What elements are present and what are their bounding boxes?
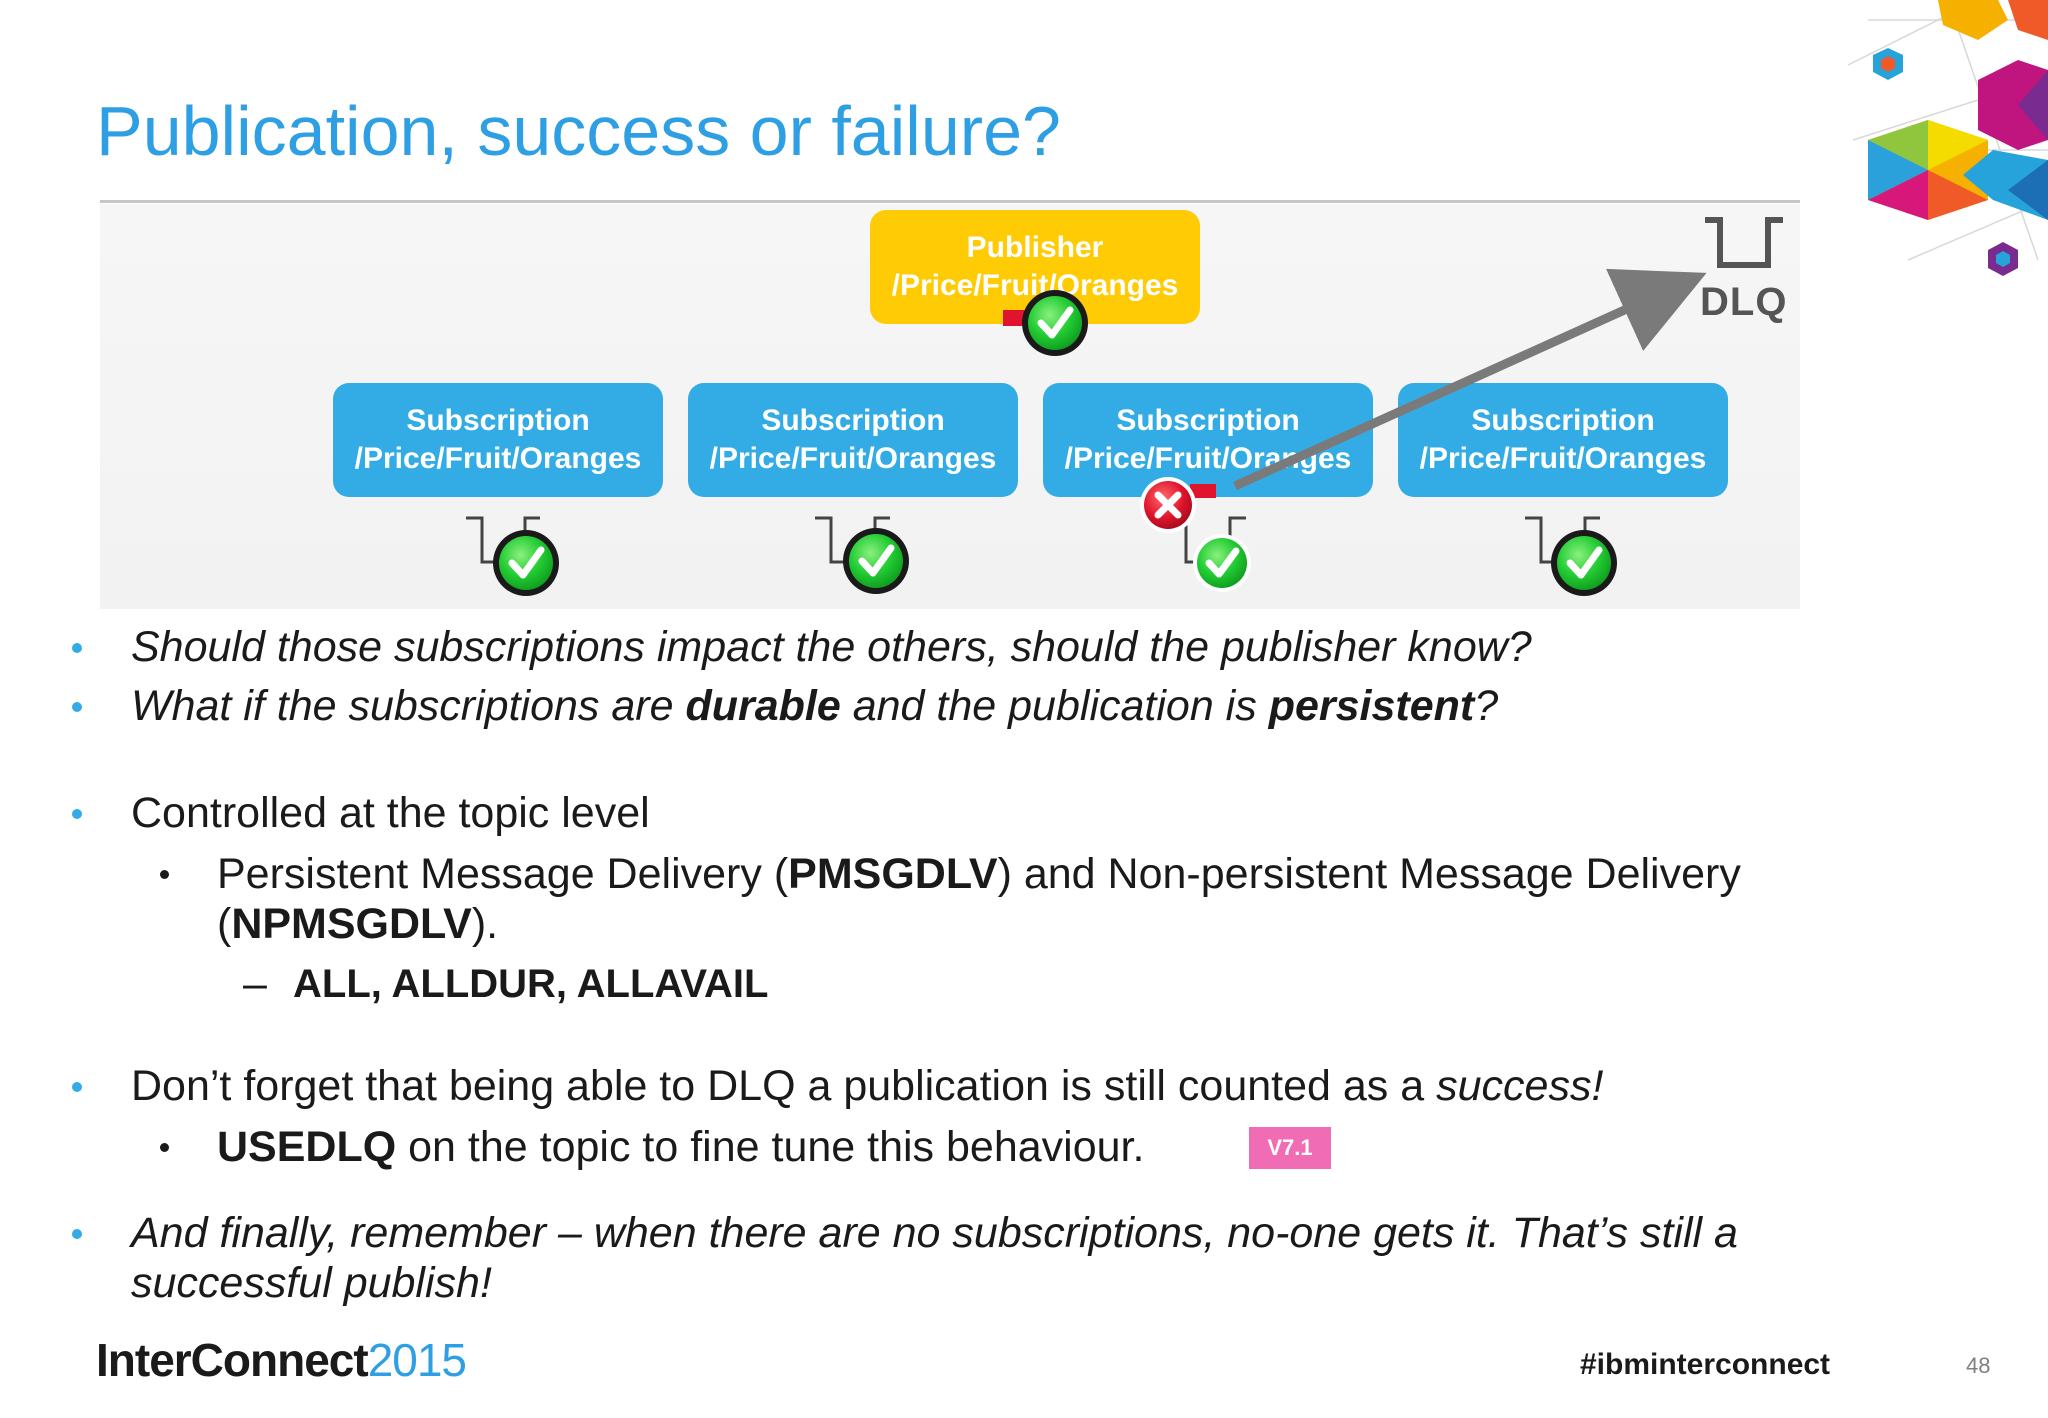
bullet-marker <box>72 809 82 819</box>
subscription-label: Subscription <box>406 404 590 437</box>
subscription-box-4: Subscription /Price/Fruit/Oranges <box>1398 383 1728 497</box>
bullet-3-sub-line-1: Persistent Message Delivery (PMSGDLV) an… <box>217 849 1741 900</box>
title-divider <box>100 200 1800 203</box>
pmsgdlv: PMSGDLV <box>788 850 998 898</box>
subscription-topic: /Price/Fruit/Oranges <box>1419 442 1707 475</box>
bullet-marker <box>72 1082 82 1092</box>
dlq-label: DLQ <box>1700 280 1788 324</box>
bullet-3-sub-text-4: ( <box>217 900 232 948</box>
bullet-marker <box>72 702 82 712</box>
publisher-topic: /Price/Fruit/Oranges <box>891 269 1179 302</box>
bullet-2-durable: durable <box>685 682 841 730</box>
bullet-2: What if the subscriptions are durable an… <box>131 681 1498 732</box>
hashtag: #ibminterconnect <box>1580 1348 1831 1381</box>
bullet-4-text-1: Don’t forget that being able to DLQ a pu… <box>131 1062 1437 1110</box>
page-number: 48 <box>1966 1353 1991 1378</box>
interconnect-logo: InterConnect2015 <box>96 1333 467 1387</box>
logo-brand: InterConnect <box>96 1334 369 1386</box>
bullet-2-persistent: persistent <box>1268 682 1475 730</box>
npmsgdlv: NPMSGDLV <box>231 900 472 948</box>
bullet-2-text-5: ? <box>1474 682 1499 730</box>
bullet-marker <box>160 870 169 879</box>
slide-title: Publication, success or failure? <box>96 92 1061 170</box>
bullet-5-line-2: successful publish! <box>131 1259 492 1307</box>
subscription-box-3: Subscription /Price/Fruit/Oranges <box>1043 383 1373 497</box>
bullet-4-sub: USEDLQ on the topic to fine tune this be… <box>217 1122 1144 1173</box>
bullet-4-success: success! <box>1436 1062 1604 1110</box>
subscription-box-1: Subscription /Price/Fruit/Oranges <box>333 383 663 497</box>
dash-marker: – <box>243 960 267 1008</box>
subscription-label: Subscription <box>761 404 945 437</box>
bullet-marker <box>72 643 82 653</box>
usedlq: USEDLQ <box>217 1123 397 1171</box>
bullet-2-text-1: What if the subscriptions are <box>131 682 686 730</box>
bullet-3-sub-line-2: (NPMSGDLV). <box>217 899 498 950</box>
hexagon-decoration <box>1847 0 2048 276</box>
bullet-3-sub-text-3: ) and Non-persistent Message Delivery <box>997 850 1741 898</box>
subscription-topic: /Price/Fruit/Oranges <box>709 442 997 475</box>
bullet-1: Should those subscriptions impact the ot… <box>131 623 1532 671</box>
bullet-marker <box>72 1229 82 1239</box>
subscription-box-2: Subscription /Price/Fruit/Oranges <box>688 383 1018 497</box>
bullet-marker <box>160 1143 169 1152</box>
bullet-3-subsub: ALL, ALLDUR, ALLAVAIL <box>293 962 769 1006</box>
subscription-label: Subscription <box>1116 404 1300 437</box>
bullet-5-line-1: And finally, remember – when there are n… <box>131 1209 1738 1257</box>
bullet-4: Don’t forget that being able to DLQ a pu… <box>131 1061 1603 1112</box>
bullet-3: Controlled at the topic level <box>131 789 650 837</box>
bullet-2-text-3: and the publication is <box>840 682 1269 730</box>
subscription-topic: /Price/Fruit/Oranges <box>354 442 642 475</box>
subscription-label: Subscription <box>1471 404 1655 437</box>
publisher-label: Publisher <box>966 231 1104 264</box>
bullet-4-sub-text-2: on the topic to fine tune this behaviour… <box>396 1123 1145 1171</box>
bullet-3-sub-text-6: ). <box>471 900 499 948</box>
bullet-3-sub-text-1: Persistent Message Delivery ( <box>217 850 789 898</box>
logo-year: 2015 <box>367 1334 467 1386</box>
subscription-topic: /Price/Fruit/Oranges <box>1064 442 1352 475</box>
version-badge: V7.1 <box>1249 1127 1331 1169</box>
publisher-box: Publisher /Price/Fruit/Oranges <box>870 210 1200 324</box>
